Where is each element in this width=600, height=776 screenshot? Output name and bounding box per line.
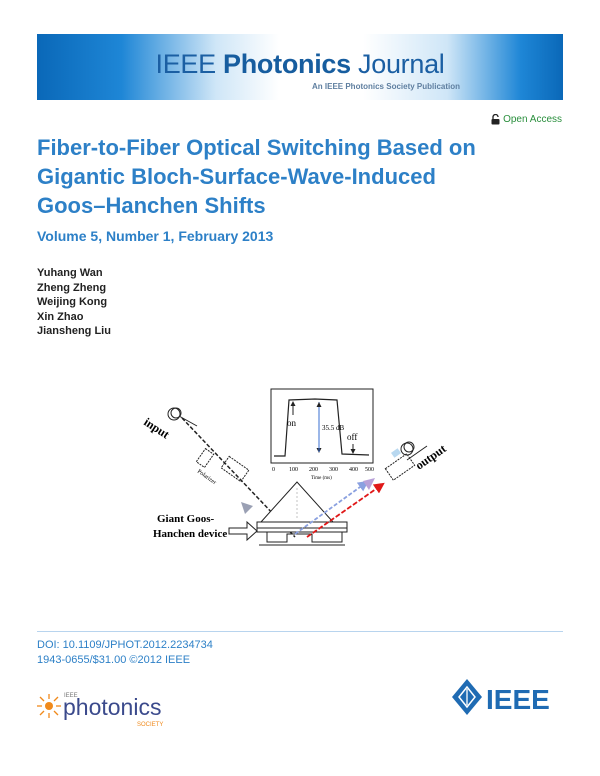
output-label: output: [413, 441, 449, 472]
photonics-society-logo: IEEE photonics SOCIETY: [37, 693, 163, 728]
open-lock-icon: [491, 114, 500, 125]
collimator-lens: [220, 455, 250, 483]
inset-tick: 100: [289, 467, 298, 473]
journal-name-photonics: Photonics: [223, 49, 351, 79]
polarizer-label: Polarizer: [196, 469, 217, 486]
paper-title: Fiber-to-Fiber Optical Switching Based o…: [37, 133, 557, 220]
incident-beam-marker: [241, 502, 253, 514]
graphical-abstract-figure: on off 35.5 dB 0 100 200 300 400 500 Tim…: [141, 388, 449, 546]
polarizer-element: [195, 447, 215, 469]
title-line-3: Goos–Hanchen Shifts: [37, 193, 266, 218]
sunburst-icon: [37, 694, 61, 718]
device-label-line-1: Giant Goos-: [157, 513, 214, 525]
author-list: Yuhang Wan Zheng Zheng Weijing Kong Xin …: [37, 266, 111, 339]
inset-tick: 300: [329, 467, 338, 473]
author-name: Yuhang Wan: [37, 267, 103, 279]
issn-copyright: 1943-0655/$31.00 ©2012 IEEE: [37, 654, 191, 666]
input-fiber-coil: [167, 407, 198, 427]
inset-tick: 400: [349, 467, 358, 473]
inset-db-label: 35.5 dB: [322, 424, 345, 432]
footer-citation: DOI: 10.1109/JPHOT.2012.2234734 1943-065…: [37, 638, 213, 668]
inset-xlabel: Time (ms): [311, 476, 332, 481]
reflected-beam-off: [294, 480, 369, 535]
society-ieee-small: IEEE: [64, 693, 78, 699]
doi-link[interactable]: DOI: 10.1109/JPHOT.2012.2234734: [37, 639, 213, 651]
society-name: photonics: [63, 694, 161, 720]
journal-banner: IEEE Photonics Journal An IEEE Photonics…: [37, 34, 563, 100]
journal-name-journal: Journal: [350, 49, 445, 79]
inset-tick: 0: [272, 467, 275, 473]
author-name: Zheng Zheng: [37, 281, 107, 294]
ieee-logo: IEEE: [452, 679, 550, 715]
author-name: Jiansheng Liu: [37, 325, 111, 337]
open-access-label: Open Access: [503, 114, 562, 125]
output-fiber-coil: [400, 441, 415, 456]
device-label-line-2: Hanchen device: [153, 528, 227, 540]
society-word: SOCIETY: [137, 722, 163, 728]
incident-beam: [181, 417, 296, 538]
output-collimator: [384, 453, 416, 481]
inset-tick: 200: [309, 467, 318, 473]
ieee-diamond-icon: [452, 679, 482, 715]
device-pointer-arrow: [228, 520, 258, 542]
title-line-1: Fiber-to-Fiber Optical Switching Based o…: [37, 135, 476, 160]
output-beam-marker: [363, 478, 375, 490]
ieee-wordmark: IEEE: [486, 684, 550, 715]
title-line-2: Gigantic Bloch-Surface-Wave-Induced: [37, 164, 436, 189]
journal-subtitle: An IEEE Photonics Society Publication: [312, 82, 461, 91]
device-substrate: [266, 532, 343, 543]
reflected-beam-on: [306, 482, 385, 538]
inset-tick: 500: [365, 467, 374, 473]
inset-on-label: on: [287, 418, 297, 428]
open-access-badge[interactable]: Open Access: [491, 114, 562, 125]
journal-name: IEEE Photonics Journal: [37, 49, 563, 80]
volume-info: Volume 5, Number 1, February 2013: [37, 228, 274, 244]
input-label: input: [141, 415, 172, 442]
footer-divider: [37, 631, 563, 632]
device-layer: [256, 521, 348, 529]
author-name: Weijing Kong: [37, 296, 108, 308]
journal-name-ieee: IEEE: [155, 49, 224, 79]
inset-off-label: off: [347, 432, 357, 442]
switching-inset-plot: on off 35.5 dB 0 100 200 300 400 500 Tim…: [270, 388, 374, 481]
author-name: Xin Zhao: [37, 310, 84, 323]
